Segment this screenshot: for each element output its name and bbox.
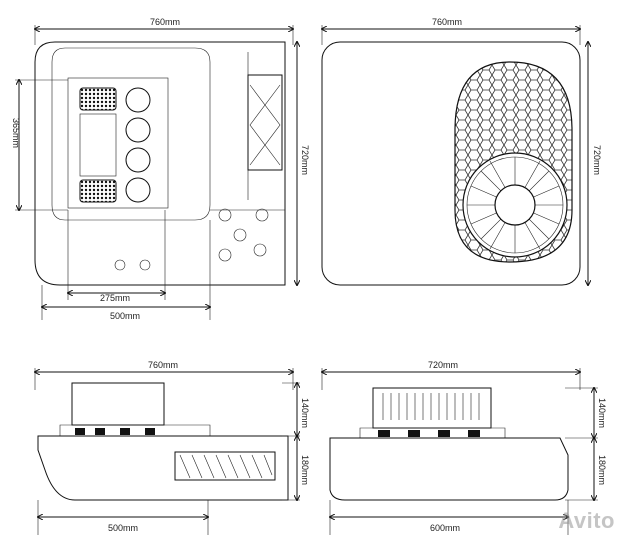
lower-height-label-bottom-left: 180mm (300, 455, 310, 485)
bottom-left-view: 760mm 140mm 180mm 500mm (35, 360, 310, 535)
top-left-view: 760mm 365mm 720mm 275mm 500mm (11, 17, 310, 321)
top-right-view: 760mm 720mm (322, 17, 602, 285)
width-label-bottom-left: 760mm (148, 360, 178, 370)
upper-height-label-bottom-left: 140mm (300, 398, 310, 428)
width-label-top-left: 760mm (150, 17, 180, 27)
inner-width-label: 275mm (100, 293, 130, 303)
watermark-text: Avito (558, 508, 615, 533)
height-label-top-left: 720mm (300, 145, 310, 175)
height-label-top-right: 720mm (592, 145, 602, 175)
bottom-width-label-bottom-left: 500mm (108, 523, 138, 533)
width-label-top-right: 760mm (432, 17, 462, 27)
bottom-right-view: 720mm 140mm 180mm 600mm (322, 360, 607, 535)
bottom-width-label-bottom-right: 600mm (430, 523, 460, 533)
lower-height-label-bottom-right: 180mm (597, 455, 607, 485)
inner-height-label: 365mm (11, 118, 21, 148)
lower-width-label-top-left: 500mm (110, 311, 140, 321)
upper-height-label-bottom-right: 140mm (597, 398, 607, 428)
width-label-bottom-right: 720mm (428, 360, 458, 370)
watermark-logo: Avito (558, 508, 615, 534)
